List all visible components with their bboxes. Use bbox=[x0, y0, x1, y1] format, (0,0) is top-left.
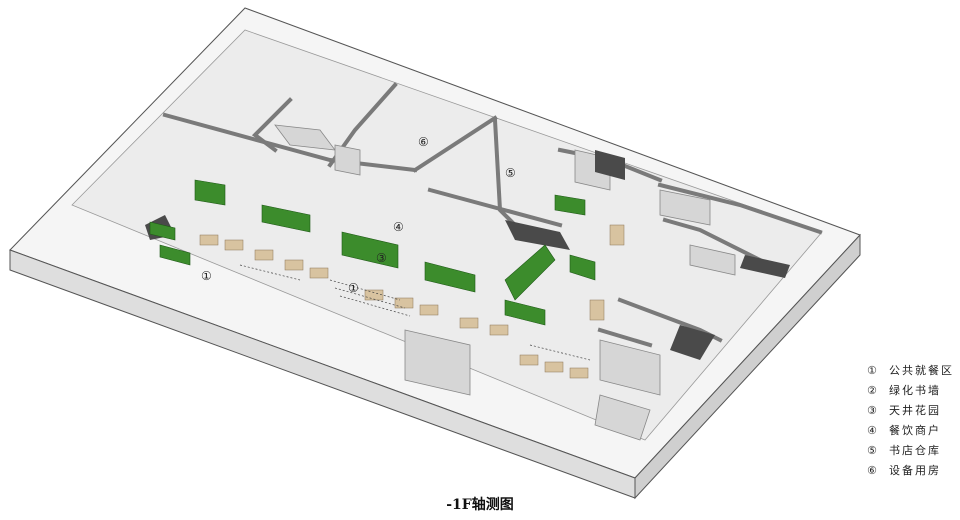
zone-legend: ① 公共就餐区 ② 绿化书墙 ③ 天井花园 ④ 餐饮商户 ⑤ 书店仓库 ⑥ 设备… bbox=[867, 360, 957, 480]
figure-caption: -1F轴测图 bbox=[446, 497, 514, 513]
green-book-walls bbox=[149, 179, 596, 326]
legend-number: ① bbox=[867, 363, 877, 377]
legend-item: ⑥ 设备用房 bbox=[867, 460, 957, 480]
marker-6: ⑥ bbox=[418, 135, 429, 149]
furniture bbox=[199, 224, 625, 379]
wall-volumes bbox=[274, 124, 736, 441]
legend-number: ④ bbox=[867, 423, 877, 437]
legend-label: 天井花园 bbox=[889, 404, 941, 417]
legend-label: 设备用房 bbox=[889, 464, 941, 477]
marker-4: ④ bbox=[393, 220, 404, 234]
legend-item: ② 绿化书墙 bbox=[867, 380, 957, 400]
marker-1b: ① bbox=[348, 281, 359, 295]
base-slab bbox=[9, 7, 861, 500]
legend-number: ⑥ bbox=[867, 463, 877, 477]
legend-label: 公共就餐区 bbox=[889, 364, 954, 377]
legend-item: ③ 天井花园 bbox=[867, 400, 957, 420]
legend-item: ① 公共就餐区 bbox=[867, 360, 957, 380]
plan-markers: ⑥ ⑤ ④ ③ ① ① bbox=[201, 135, 516, 295]
legend-number: ⑤ bbox=[867, 443, 877, 457]
legend-label: 书店仓库 bbox=[889, 444, 941, 457]
legend-item: ⑤ 书店仓库 bbox=[867, 440, 957, 460]
legend-label: 餐饮商户 bbox=[889, 424, 941, 437]
marker-5: ⑤ bbox=[505, 166, 516, 180]
legend-number: ③ bbox=[867, 403, 877, 417]
legend-label: 绿化书墙 bbox=[889, 384, 941, 397]
marker-3: ③ bbox=[376, 251, 387, 265]
seating-pattern bbox=[239, 264, 591, 361]
legend-number: ② bbox=[867, 383, 877, 397]
marker-1a: ① bbox=[201, 269, 212, 283]
legend-item: ④ 餐饮商户 bbox=[867, 420, 957, 440]
